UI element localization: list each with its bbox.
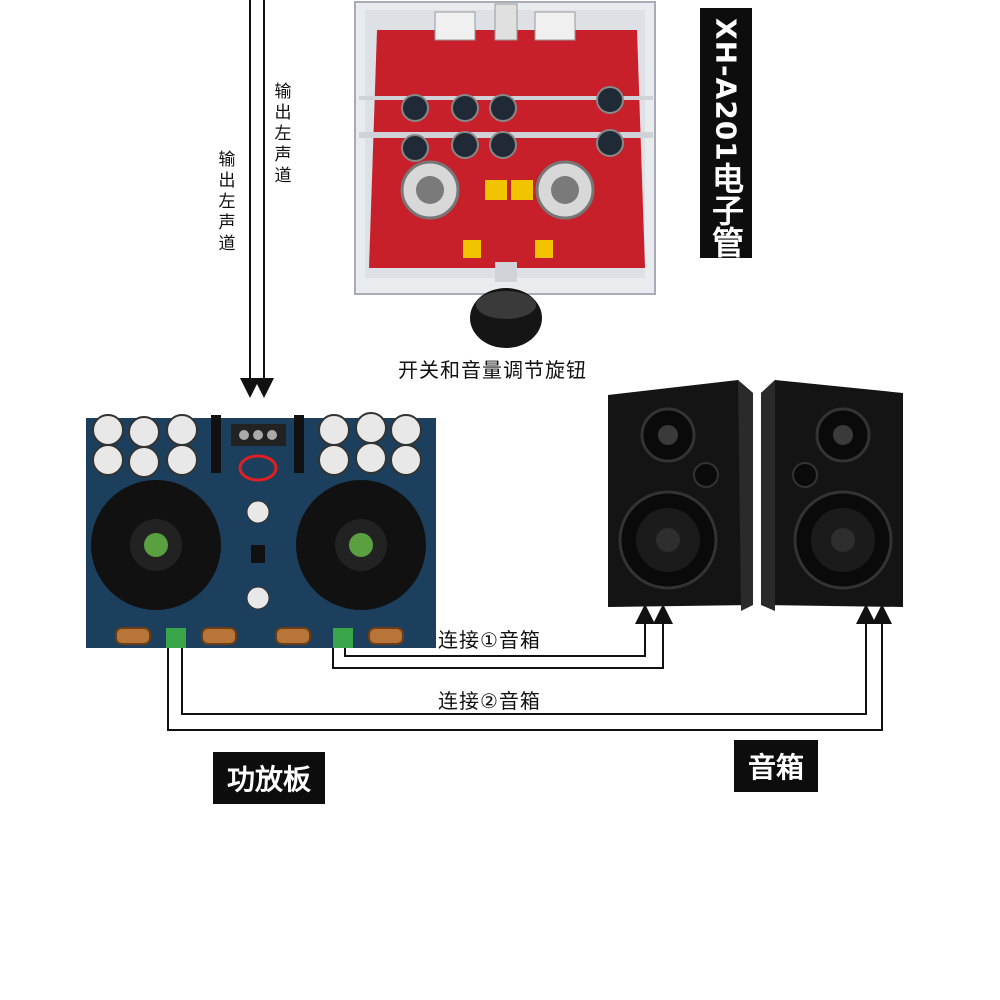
speakers-image — [608, 380, 903, 611]
knob-label: 开关和音量调节旋钮 — [398, 358, 587, 382]
speaker-tag: 音箱 — [734, 740, 819, 792]
tube-word-text: 电子管 — [707, 161, 745, 258]
tube-model-tag: XH-A201 电子管 — [700, 8, 752, 258]
speaker2-wire-a — [167, 604, 892, 731]
amplifier-board-image — [86, 412, 436, 648]
speaker1-wire-a — [332, 604, 673, 669]
connect-speaker-2-label: 连接②音箱 — [438, 689, 541, 713]
connect-speaker-1-label: 连接①音箱 — [438, 628, 541, 652]
speaker1-wire-b — [344, 604, 655, 657]
tube-preamp-image — [354, 1, 656, 348]
tube-model-text: XH-A201 — [709, 18, 743, 162]
amp-board-tag: 功放板 — [213, 752, 326, 804]
output-left-channel-label-1: 输出左声道 — [274, 82, 292, 186]
speaker2-wire-b — [181, 604, 876, 715]
output-left-channel-label-2: 输出左声道 — [218, 150, 236, 254]
